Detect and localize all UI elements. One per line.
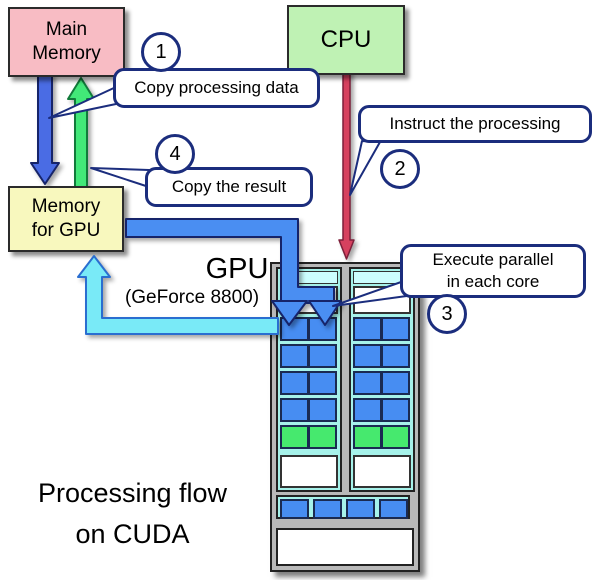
gpu-core-green (381, 425, 410, 449)
step-4-number: 4 (169, 142, 181, 165)
result-to-memory-pipe (77, 255, 279, 335)
callout4-tail (90, 167, 150, 188)
copy-data-down-arrow (30, 73, 60, 185)
callout4-label: Copy the result (171, 176, 287, 196)
gpu-unit-strip (276, 495, 410, 519)
step-1-badge: 1 (141, 32, 181, 72)
step-4-badge: 4 (155, 134, 195, 174)
main-memory-node: Main Memory (8, 7, 125, 77)
step-3-badge: 3 (427, 294, 467, 334)
gpu-unit (379, 499, 408, 519)
step-1-number: 1 (155, 40, 167, 63)
step-2-number: 2 (394, 157, 406, 180)
step-2-badge: 2 (380, 149, 420, 189)
gpu-core (308, 371, 337, 395)
block-cache (353, 455, 411, 488)
callout2-label: Instruct the processing (389, 113, 561, 133)
cpu-label: CPU (320, 26, 372, 53)
gpu-unit (346, 499, 375, 519)
callout3-label: Execute parallel in each core (432, 249, 554, 291)
gpu-core (280, 371, 309, 395)
callout-instruct-the-processing: Instruct the processing (358, 105, 592, 143)
gpu-core (280, 344, 309, 368)
gpu-memory-label: Memory for GPU (31, 196, 101, 241)
gpu-label: GPU (205, 253, 269, 285)
instruct-processing-red-arrow (338, 69, 355, 260)
core-grid (280, 317, 337, 449)
gpu-unit (313, 499, 342, 519)
callout1-label: Copy processing data (134, 77, 299, 97)
gpu-unit (280, 499, 309, 519)
gpu-core (381, 317, 410, 341)
gpu-memory-bar (276, 528, 414, 566)
gpu-core (381, 344, 410, 368)
main-memory-label: Main Memory (32, 19, 101, 64)
gpu-multiprocessor-block (349, 267, 415, 492)
gpu-node (270, 262, 420, 572)
callout-execute-parallel: Execute parallel in each core (400, 244, 586, 298)
gpu-memory-node: Memory for GPU (8, 186, 124, 252)
callout-copy-processing-data: Copy processing data (113, 68, 320, 108)
gpu-core (308, 344, 337, 368)
gpu-core (308, 398, 337, 422)
callout2-tail (349, 140, 381, 196)
gpu-core (280, 398, 309, 422)
cpu-node: CPU (287, 5, 405, 75)
core-grid (353, 317, 410, 449)
pipe-arrowhead-left (271, 300, 308, 326)
gpu-sublabel: (GeForce 8800) (124, 287, 260, 308)
pipe-arrowhead-right (308, 300, 342, 326)
diagram-title: Processing flow on CUDA (37, 478, 228, 549)
gpu-core (381, 371, 410, 395)
callout1-tail (48, 86, 117, 119)
callout-copy-the-result: Copy the result (145, 167, 313, 207)
gpu-core (381, 398, 410, 422)
block-cache (280, 455, 338, 488)
step-3-number: 3 (441, 302, 453, 325)
gpu-core-green (308, 425, 337, 449)
